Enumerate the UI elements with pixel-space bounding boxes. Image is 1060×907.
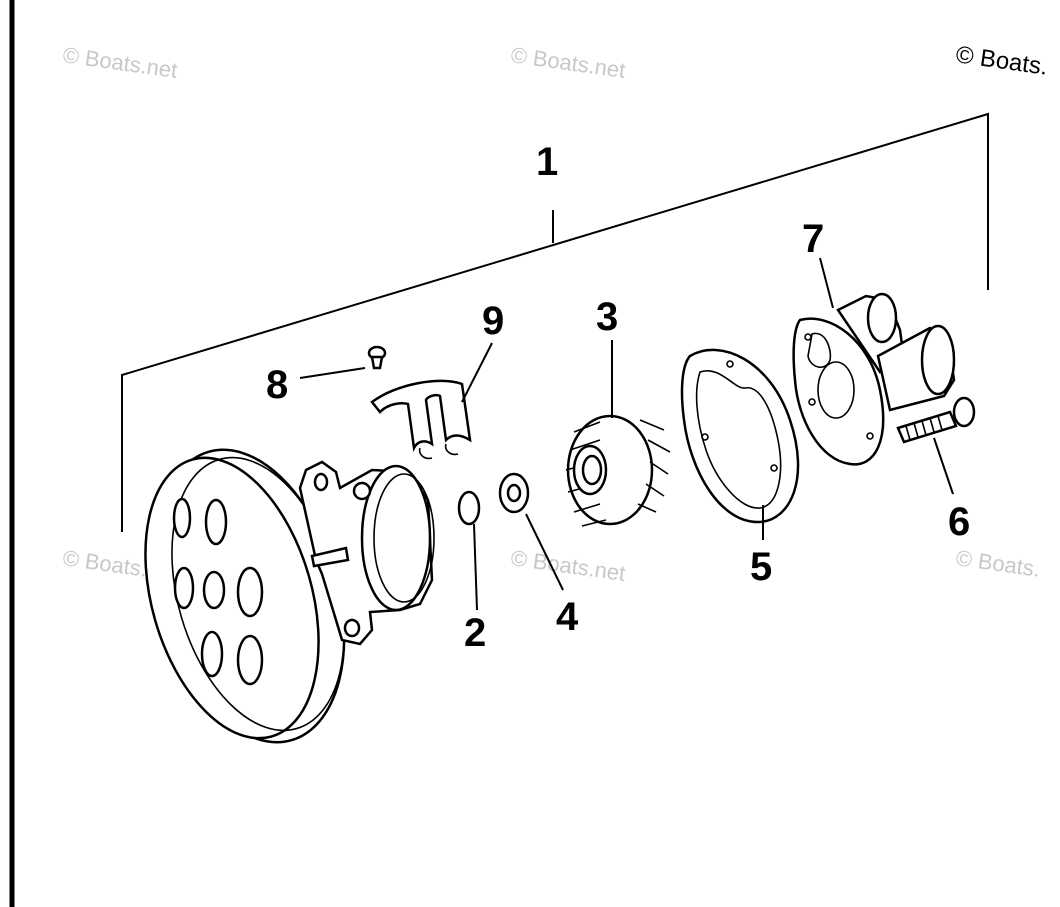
watermark: © Boats.net [509, 545, 627, 586]
o-ring-part [457, 490, 481, 526]
watermark: © Boats. [954, 545, 1041, 582]
callout-1: 1 [536, 140, 558, 184]
watermark: © Boats.net [61, 42, 179, 83]
washer-part [498, 472, 530, 514]
assembly-bracket [121, 112, 989, 532]
callout-3: 3 [596, 295, 618, 339]
copyright-text: © Boats. [954, 41, 1049, 81]
watermark: © Boats.net [509, 42, 627, 83]
callout-4: 4 [556, 595, 579, 639]
pulley-part [144, 448, 346, 744]
callout-6: 6 [948, 500, 970, 544]
screw-part [367, 345, 387, 370]
bolt-part [896, 396, 976, 444]
callout-2: 2 [464, 611, 486, 655]
callout-8: 8 [266, 363, 288, 407]
callout-labels: 1 2 3 4 5 6 7 8 9 [266, 140, 970, 655]
pump-cover-part [792, 292, 956, 466]
callout-5: 5 [750, 545, 772, 589]
gasket-part [680, 348, 800, 524]
callout-7: 7 [802, 217, 824, 261]
impeller-part [565, 414, 671, 527]
callout-9: 9 [482, 299, 504, 343]
pump-housing-part [298, 460, 435, 646]
clip-part [370, 379, 472, 460]
leader-lines [299, 257, 954, 611]
